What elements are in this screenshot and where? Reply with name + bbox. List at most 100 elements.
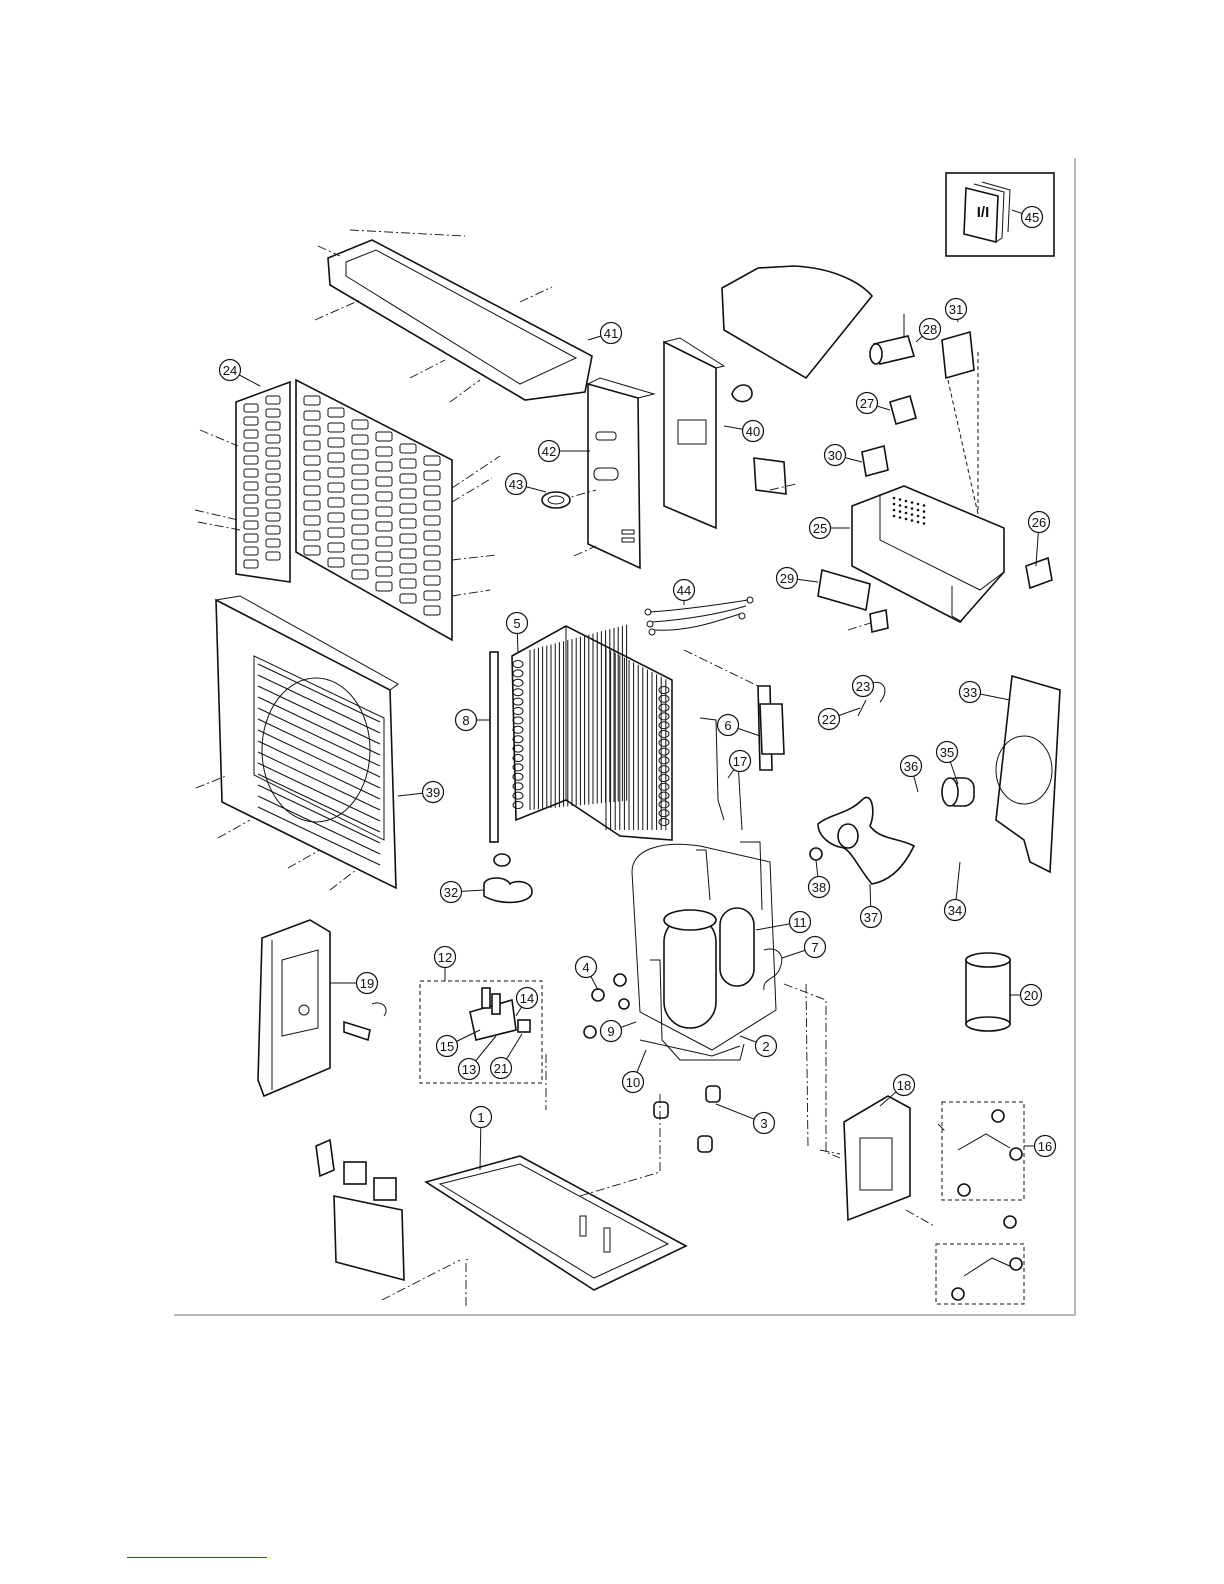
callout-number: 41 xyxy=(604,326,618,341)
callout-number: 28 xyxy=(923,322,937,337)
terminal-cover xyxy=(484,854,532,902)
callout-number: 37 xyxy=(864,910,878,925)
front-panel xyxy=(196,596,398,890)
grommet xyxy=(542,492,570,508)
callout-number: 22 xyxy=(822,712,836,727)
callout-number: 4 xyxy=(582,960,589,975)
callout-33: 33 xyxy=(960,682,1011,703)
stop-valve-plate xyxy=(820,1096,910,1220)
fuse-holder xyxy=(870,610,888,632)
callout-number: 2 xyxy=(762,1039,769,1054)
callout-number: 31 xyxy=(949,302,963,317)
callout-5: 5 xyxy=(507,613,528,653)
callout-29: 29 xyxy=(777,568,819,589)
callout-number: 10 xyxy=(626,1075,640,1090)
pipe-assembly-upper xyxy=(684,650,784,830)
callout-number: 14 xyxy=(520,991,534,1006)
callout-31: 31 xyxy=(946,299,967,323)
fan-motor xyxy=(942,778,974,806)
callout-30: 30 xyxy=(825,445,863,466)
stop-valve-lower xyxy=(936,1216,1024,1304)
side-cover-panel xyxy=(560,378,654,568)
callout-number: 30 xyxy=(828,448,842,463)
callout-11: 11 xyxy=(756,912,811,933)
rear-grille-panel xyxy=(195,380,500,640)
callout-32: 32 xyxy=(441,882,485,903)
callout-8: 8 xyxy=(456,710,491,731)
callout-number: 29 xyxy=(780,571,794,586)
callout-number: 5 xyxy=(513,616,520,631)
callout-number: 32 xyxy=(444,885,458,900)
callout-7: 7 xyxy=(782,937,826,959)
callout-40: 40 xyxy=(724,421,764,442)
callout-number: 13 xyxy=(462,1062,476,1077)
callout-27: 27 xyxy=(857,393,891,414)
callout-number: 15 xyxy=(440,1039,454,1054)
callout-39: 39 xyxy=(398,782,444,803)
callout-2: 2 xyxy=(740,1036,777,1057)
callout-22: 22 xyxy=(819,708,861,730)
callout-21: 21 xyxy=(491,1034,523,1079)
callout-number: 38 xyxy=(812,880,826,895)
callout-number: 34 xyxy=(948,903,962,918)
callout-number: 45 xyxy=(1025,210,1039,225)
callout-12: 12 xyxy=(435,947,456,982)
rear-cover-panel xyxy=(664,338,752,528)
callout-number: 16 xyxy=(1038,1139,1052,1154)
callout-16: 16 xyxy=(1024,1136,1056,1157)
callout-44: 44 xyxy=(674,580,695,606)
callout-number: 19 xyxy=(360,976,374,991)
compressor-assembly xyxy=(632,842,782,1060)
callout-number: 36 xyxy=(904,759,918,774)
callout-number: 35 xyxy=(940,745,954,760)
electrical-box xyxy=(852,352,1004,622)
callout-number: 23 xyxy=(856,679,870,694)
callout-6: 6 xyxy=(718,715,761,737)
callout-36: 36 xyxy=(901,756,922,793)
terminal-block xyxy=(1026,558,1052,588)
callout-number: 33 xyxy=(963,685,977,700)
top-panel xyxy=(315,230,592,402)
propeller-fan xyxy=(810,797,914,884)
callout-number: 21 xyxy=(494,1061,508,1076)
callout-10: 10 xyxy=(623,1050,647,1093)
callout-number: 25 xyxy=(813,521,827,536)
muffler xyxy=(966,953,1010,1031)
transformer xyxy=(862,446,888,476)
pipe-cover xyxy=(316,1140,470,1306)
callout-number: 39 xyxy=(426,785,440,800)
callout-number: 8 xyxy=(462,713,469,728)
pcb-small xyxy=(942,332,974,378)
callout-number: 43 xyxy=(509,477,523,492)
motor-mount xyxy=(996,676,1060,872)
callout-number: 18 xyxy=(897,1078,911,1093)
callout-number: 44 xyxy=(677,583,691,598)
callout-3: 3 xyxy=(716,1104,775,1134)
callout-15: 15 xyxy=(437,1030,481,1057)
callout-number: 17 xyxy=(733,754,747,769)
stop-valve-upper xyxy=(942,1102,1024,1200)
callout-38: 38 xyxy=(809,860,830,898)
callout-23: 23 xyxy=(853,676,874,697)
capacitor xyxy=(870,314,914,364)
callout-number: 26 xyxy=(1032,515,1046,530)
callout-number: 20 xyxy=(1024,988,1038,1003)
callout-number: 11 xyxy=(793,915,807,930)
callout-24: 24 xyxy=(220,360,261,387)
callout-34: 34 xyxy=(945,862,966,921)
callout-number: 12 xyxy=(438,950,452,965)
side-bar xyxy=(490,652,498,842)
callout-19: 19 xyxy=(330,973,378,994)
callout-number: 40 xyxy=(746,424,760,439)
terminal-relay xyxy=(890,396,916,424)
compressor-rubbers xyxy=(654,1086,720,1152)
callout-28: 28 xyxy=(916,319,941,343)
footer-link-rule xyxy=(127,1557,267,1558)
manual-icon-label: I/I xyxy=(977,204,990,221)
service-panel xyxy=(258,920,386,1096)
callout-41: 41 xyxy=(588,323,622,344)
callout-9: 9 xyxy=(601,1021,637,1042)
callout-number: 3 xyxy=(760,1116,767,1131)
callout-13: 13 xyxy=(459,1036,497,1080)
